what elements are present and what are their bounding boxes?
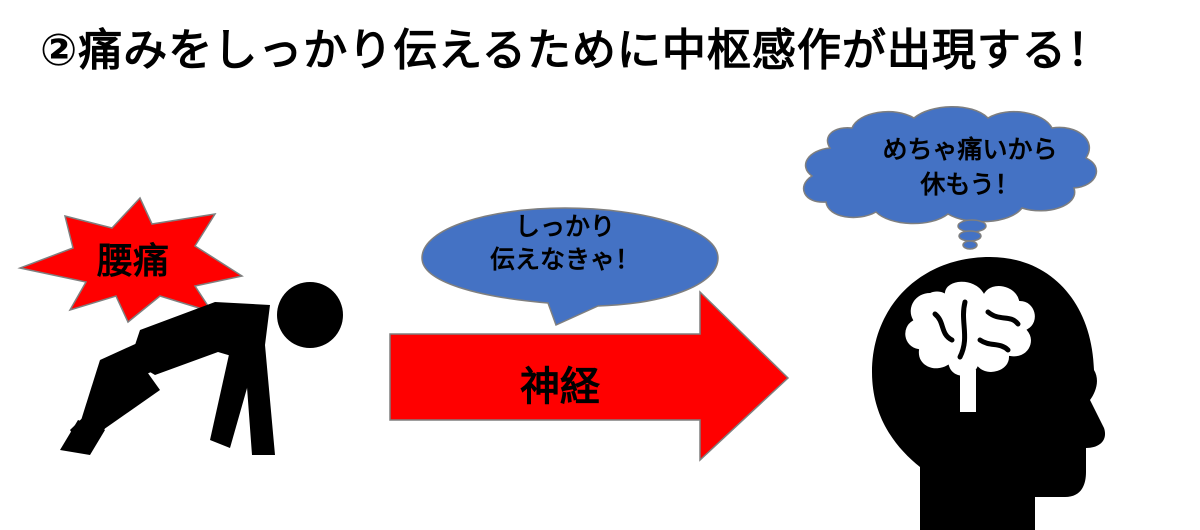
pain-burst-label: 腰痛 (96, 241, 169, 282)
nerve-arrow-label: 神経 (520, 364, 600, 410)
speech-bubble-shape (421, 207, 719, 327)
thought-cloud-shape (802, 106, 1098, 225)
thought-cloud-line2: 休もう！ (920, 170, 1020, 199)
thought-dot-small (962, 240, 978, 250)
brain-stem (960, 364, 976, 412)
thought-dot-medium (958, 230, 982, 242)
speech-bubble-text: しっかり 伝えなきゃ！ (430, 210, 700, 276)
nerve-arrow-shape (389, 290, 790, 462)
thought-dot-large (957, 219, 987, 233)
crouching-person-icon (60, 282, 343, 455)
thought-cloud-line1: めちゃ痛いから (882, 135, 1058, 164)
speech-bubble-line1: しっかり (514, 212, 615, 241)
thought-cloud-text: めちゃ痛いから 休もう！ (820, 132, 1120, 202)
page-title: ②痛みをしっかり伝えるために中枢感作が出現する！ (40, 25, 1112, 76)
speech-bubble-line2: 伝えなきゃ！ (489, 245, 640, 274)
brain-icon (903, 279, 1037, 378)
head-with-brain-icon (872, 257, 1106, 530)
